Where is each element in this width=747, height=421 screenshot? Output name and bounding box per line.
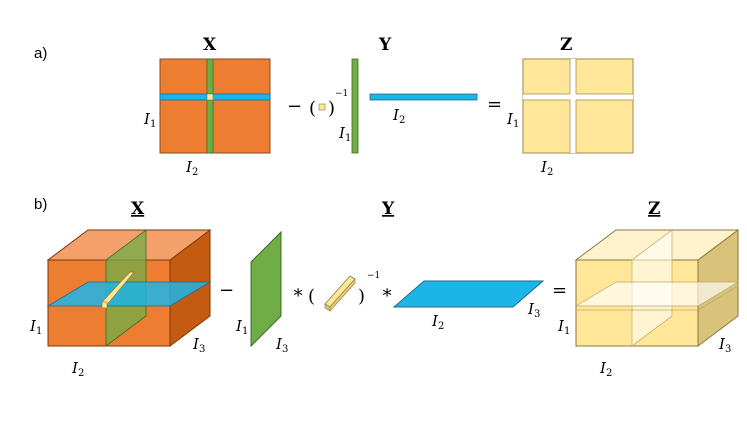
matrix-x-title: X [203, 35, 217, 55]
equals-sign-a: = [487, 94, 502, 115]
minus-sign-b: − [219, 280, 234, 301]
dim-label-i1-tx: I1 [29, 317, 42, 337]
fiber-element [324, 275, 356, 312]
dim-label-i3-tz: I3 [718, 335, 731, 355]
dim-label-i1-ys: I1 [235, 317, 248, 337]
panel-a-label: a) [34, 45, 47, 62]
multiply-sign-1: ∗ [292, 282, 304, 303]
dim-label-i1-z: I1 [506, 110, 519, 130]
dim-label-i1-tz: I1 [557, 317, 570, 337]
dim-label-i3-tx: I3 [192, 335, 205, 355]
dim-label-i3-ys: I3 [275, 335, 288, 355]
matrix-x-row-slice [159, 93, 271, 101]
dim-label-i2-ys: I2 [431, 312, 444, 332]
matrix-x-column-slice [206, 58, 214, 154]
y-row-vector [369, 93, 478, 101]
tensor-z-horizontal-gap [574, 281, 740, 307]
y-column-vector [351, 58, 359, 154]
inverse-exponent-a: −1 [335, 89, 348, 99]
y-horizontal-slice [392, 280, 545, 308]
minus-sign-a: − [287, 96, 302, 117]
close-paren-a: ) [328, 98, 335, 119]
equals-sign-b: = [552, 280, 567, 301]
open-paren-a: ( [309, 98, 316, 119]
dim-label-i2-tz: I2 [599, 359, 612, 379]
matrix-y-title: Y [378, 35, 392, 55]
tensor-x-cube [46, 229, 212, 347]
close-paren-b: ) [358, 286, 365, 307]
tensor-x-horizontal-slice [46, 281, 212, 307]
open-paren-b: ( [308, 286, 315, 307]
dim-label-i2-y: I2 [392, 106, 405, 126]
matrix-z-row-gap [523, 94, 633, 100]
inverse-exponent-b: −1 [367, 271, 380, 281]
tensor-z-title: Z [648, 199, 660, 219]
matrix-z-title: Z [560, 35, 572, 55]
matrix-x-intersection [206, 93, 214, 101]
dim-label-i1-y: I1 [338, 124, 351, 144]
scalar-element-a [318, 103, 326, 111]
tensor-y-title: Y [381, 199, 395, 219]
dim-label-i1-x: I1 [143, 110, 156, 130]
dim-label-i2-x: I2 [185, 158, 198, 178]
panel-b: b) X I1 I2 I3 − Y I1 I3 ∗ ( [29, 196, 740, 379]
tensor-z-cube [574, 229, 740, 347]
y-lateral-slice [250, 230, 282, 348]
dim-label-i3-hs: I3 [527, 300, 540, 320]
tensor-x-title: X [131, 199, 145, 219]
panel-b-label: b) [34, 196, 47, 213]
matrix-z [522, 58, 634, 154]
dim-label-i2-tx: I2 [71, 359, 84, 379]
matrix-z-column-gap [570, 59, 576, 153]
panel-a: a) X I1 I2 − ( ) −1 Y I1 I2 = Z [34, 35, 634, 178]
matrix-x [159, 58, 271, 154]
multiply-sign-2: ∗ [381, 282, 393, 303]
dim-label-i2-z: I2 [540, 158, 553, 178]
